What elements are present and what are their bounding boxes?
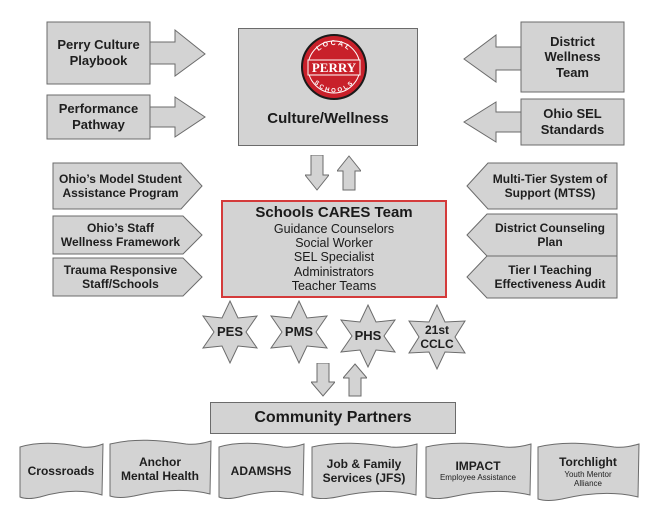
partner-crossroads: Crossroads [18,441,104,501]
cares-member: Social Worker [295,236,373,251]
framework-tier1-teaching-audit: Tier I Teaching Effectiveness Audit [466,255,618,299]
schools-cares-team-box: Schools CARES Team Guidance Counselors S… [221,200,447,298]
partner-adamshs: ADAMSHS [217,441,305,501]
community-partners-title: Community Partners [254,409,412,426]
school-star-phs: PHS [336,303,400,369]
framework-ohio-model-student-assistance: Ohio’s Model Student Assistance Program [52,162,203,210]
logo-main-text: PERRY [312,60,357,75]
school-star-pms: PMS [266,299,332,365]
down-arrow-icon [311,363,335,397]
cares-member: Administrators [294,264,374,279]
cares-member: Guidance Counselors [273,221,395,236]
perry-schools-logo: LOCAL SCHOOLS PERRY [301,34,367,100]
down-arrow-icon [305,155,329,191]
framework-ohio-staff-wellness: Ohio’s Staff Wellness Framework [52,215,203,255]
framework-mtss: Multi-Tier System of Support (MTSS) [466,162,618,210]
framework-district-counseling-plan: District Counseling Plan [466,213,618,257]
up-arrow-icon [337,155,361,191]
partner-anchor-mental-health: Anchor Mental Health [108,438,212,500]
cares-member: Teacher Teams [291,279,377,294]
school-star-pes: PES [198,299,262,365]
input-arrow-performance-pathway: Performance Pathway [46,94,207,140]
input-arrow-ohio-sel-standards: Ohio SEL Standards [462,98,625,146]
framework-trauma-responsive: Trauma Responsive Staff/Schools [52,257,203,297]
partner-job-family-services: Job & Family Services (JFS) [310,441,418,501]
input-arrow-perry-culture-playbook: Perry Culture Playbook [46,21,207,85]
partner-torchlight: Torchlight Youth Mentor Alliance [536,441,640,503]
up-arrow-icon [343,363,367,397]
community-partners-box: Community Partners [210,402,456,434]
input-arrow-district-wellness-team: District Wellness Team [462,21,625,93]
cares-member: SEL Specialist [293,250,375,265]
culture-wellness-title: Culture/Wellness [267,110,389,127]
cares-team-title: Schools CARES Team [255,204,413,222]
partner-impact: IMPACT Employee Assistance [424,441,532,501]
school-star-21st-cclc: 21st CCLC [404,303,470,371]
